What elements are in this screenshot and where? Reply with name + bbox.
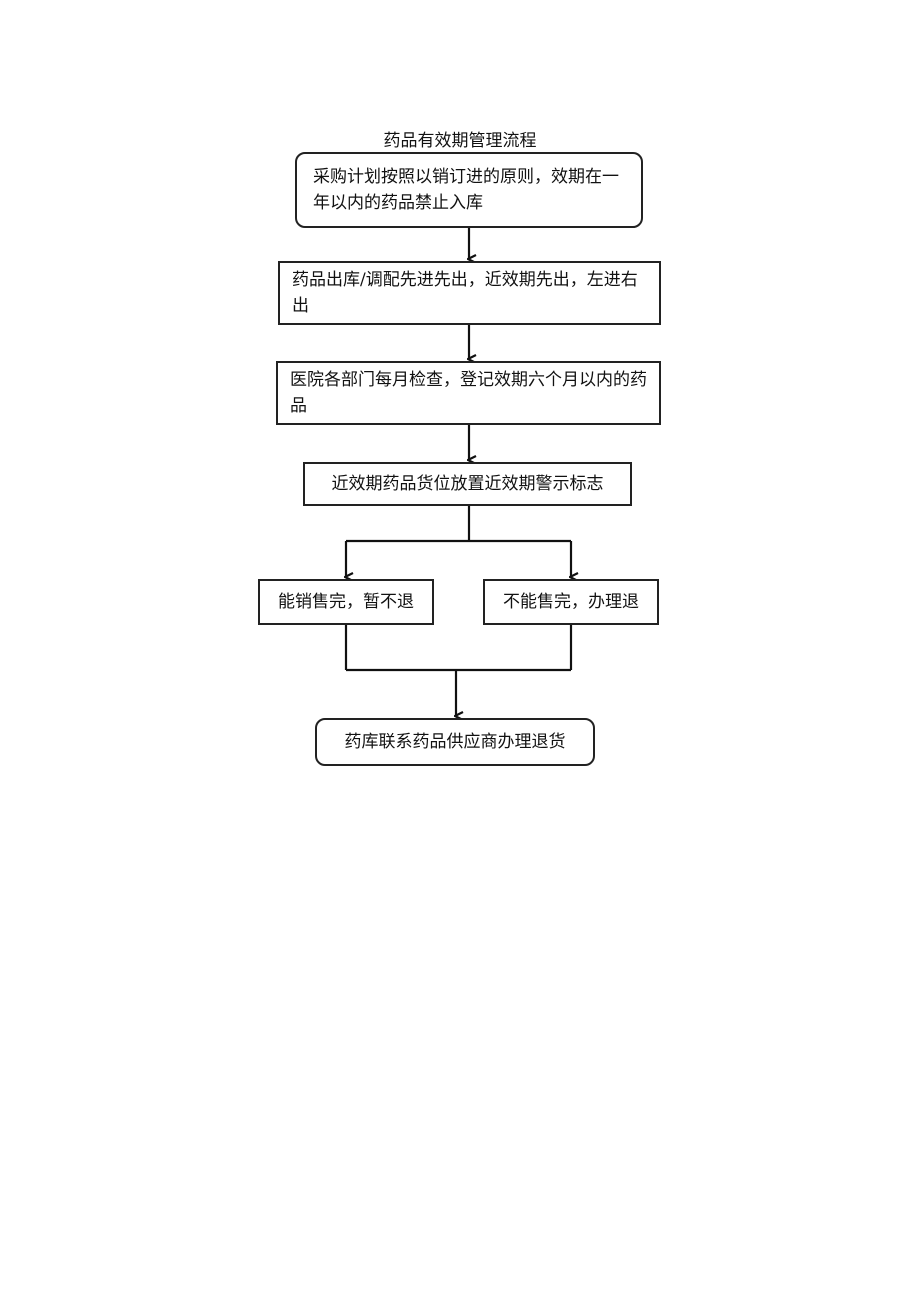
- branch-sellable-text: 能销售完，暂不退: [278, 592, 414, 612]
- step-procurement-text: 采购计划按照以销订进的原则，效期在一年以内的药品禁止入库: [313, 167, 619, 213]
- step-outbound-rule: 药品出库/调配先进先出，近效期先出，左进右出: [278, 261, 661, 325]
- step-warning-text: 近效期药品货位放置近效期警示标志: [331, 474, 604, 494]
- step-supplier-return-text: 药库联系药品供应商办理退货: [344, 732, 566, 752]
- branch-unsellable: 不能售完，办理退: [483, 579, 659, 625]
- step-procurement-rule: 采购计划按照以销订进的原则，效期在一年以内的药品禁止入库: [295, 152, 643, 228]
- step-inspection-text: 医院各部门每月检查，登记效期六个月以内的药品: [290, 370, 647, 416]
- step-supplier-return: 药库联系药品供应商办理退货: [315, 718, 595, 766]
- step-outbound-text: 药品出库/调配先进先出，近效期先出，左进右出: [292, 270, 638, 316]
- step-warning-sign: 近效期药品货位放置近效期警示标志: [303, 462, 632, 506]
- diagram-title: 药品有效期管理流程: [383, 131, 537, 151]
- step-monthly-inspection: 医院各部门每月检查，登记效期六个月以内的药品: [276, 361, 661, 425]
- branch-unsellable-text: 不能售完，办理退: [503, 592, 639, 612]
- branch-sellable: 能销售完，暂不退: [258, 579, 434, 625]
